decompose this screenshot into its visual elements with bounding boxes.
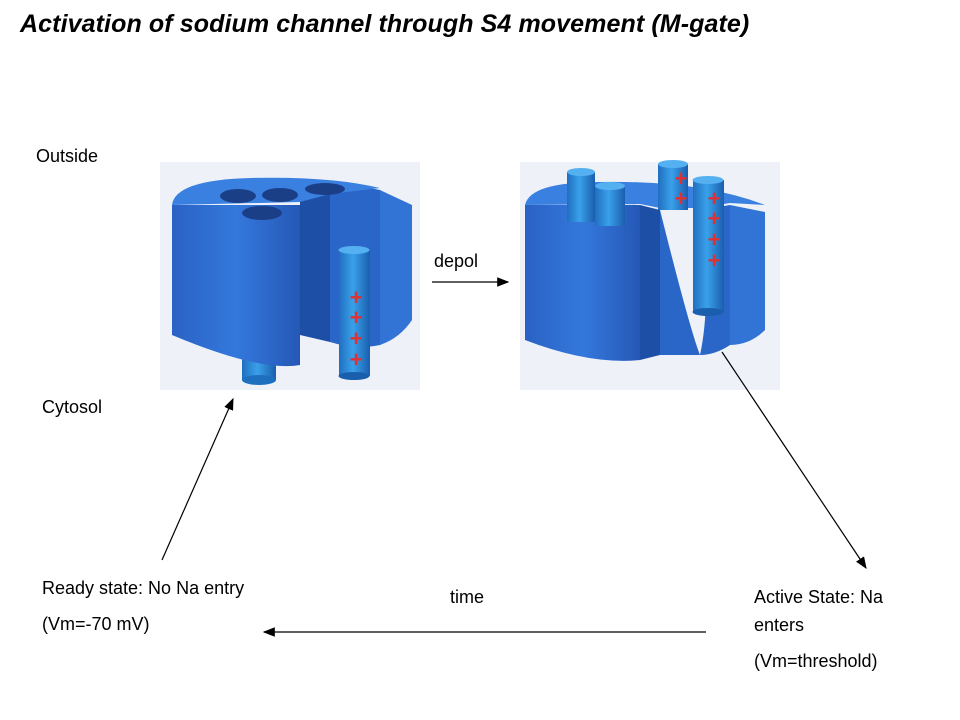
rod-right-2	[595, 186, 625, 226]
channel-body-right	[525, 205, 640, 361]
s4-rod-right	[693, 180, 724, 312]
ready-state-label: Ready state: No Na entry	[42, 578, 245, 598]
s4-rod-left	[339, 250, 370, 376]
active-state-text: Active State: Na enters (Vm=threshold)	[754, 583, 883, 675]
channel-body-left	[172, 205, 300, 367]
rod-right-3	[658, 164, 688, 210]
channel-open	[520, 160, 780, 390]
page-title: Activation of sodium channel through S4 …	[20, 10, 750, 38]
plus-charge: +	[350, 347, 363, 372]
active-state-label-line2: enters	[754, 615, 805, 635]
active-state-vm: (Vm=threshold)	[754, 651, 878, 671]
channel-closed	[160, 162, 420, 390]
plus-charge: +	[708, 227, 721, 252]
arrow-to-active	[721, 351, 867, 569]
plus-charge: +	[350, 305, 363, 330]
label-time: time	[450, 587, 485, 607]
plus-charge: +	[708, 206, 721, 231]
label-cytosol: Cytosol	[42, 397, 103, 417]
plus-charge: +	[350, 285, 363, 310]
label-depol: depol	[434, 251, 479, 271]
arrow-to-ready	[161, 397, 234, 561]
plus-charge: +	[708, 248, 721, 273]
ready-state-vm: (Vm=-70 mV)	[42, 614, 150, 634]
plus-charge: +	[350, 326, 363, 351]
plus-charge: +	[675, 166, 688, 191]
label-outside: Outside	[36, 146, 99, 166]
ready-state-text: Ready state: No Na entry (Vm=-70 mV)	[42, 574, 244, 638]
active-state-label-line1: Active State: Na	[754, 587, 884, 607]
rod-right-1	[567, 172, 595, 222]
plus-charge: +	[675, 186, 688, 211]
plus-charge: +	[708, 186, 721, 211]
